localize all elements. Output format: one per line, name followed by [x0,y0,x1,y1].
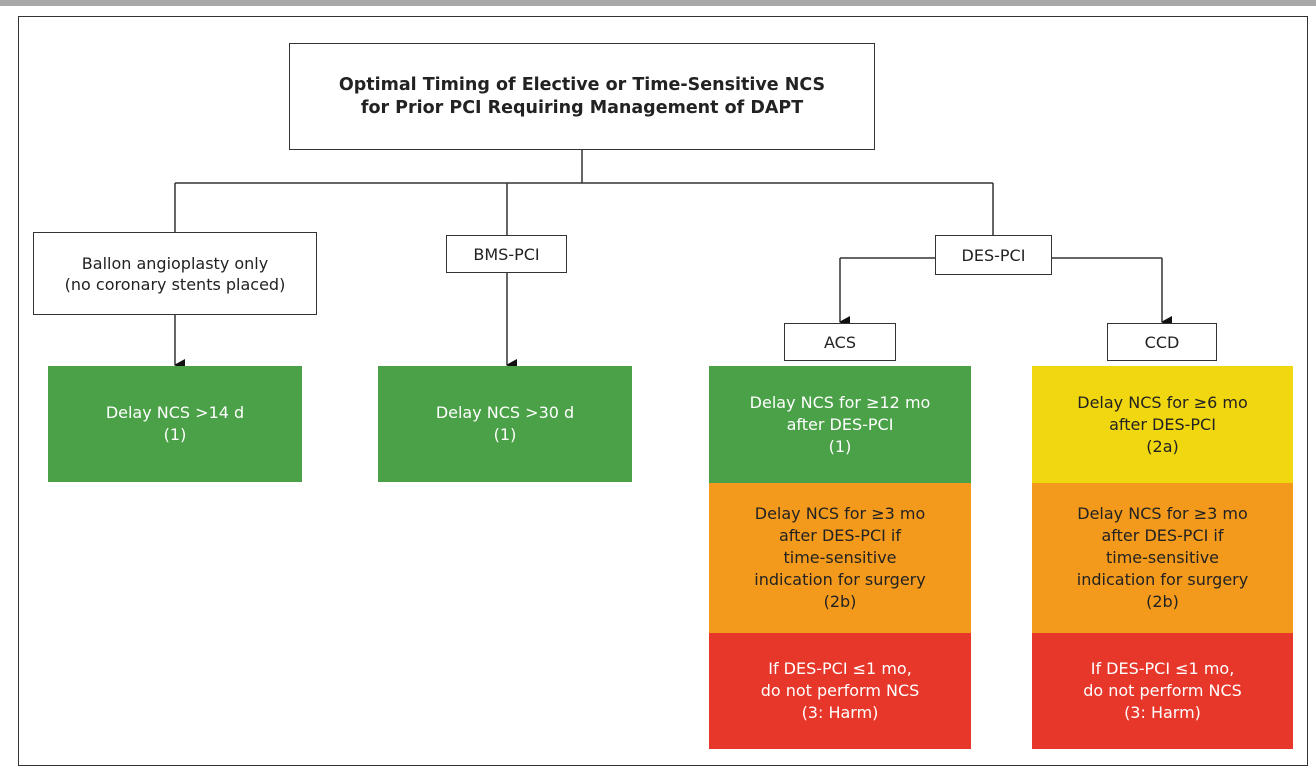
acs-green-line-2: after DES-PCI [786,414,894,434]
ccd-label: CCD [1144,332,1180,352]
title-line-2: for Prior PCI Requiring Management of DA… [360,97,804,118]
balloon-recommendation: Delay NCS >14 d (1) [48,366,302,482]
balloon-rec-line-1: Delay NCS >14 d [105,403,245,422]
acs-class1-recommendation: Delay NCS for ≥12 mo after DES-PCI (1) [709,366,971,483]
des-pci-box: DES-PCI [935,235,1052,275]
ccd-red-line-1: If DES-PCI ≤1 mo, [1090,659,1235,678]
acs-orange-line-5: (2b) [823,592,857,611]
acs-red-line-2: do not perform NCS [760,681,920,700]
acs-green-line-3: (1) [828,436,852,456]
ccd-orange-line-1: Delay NCS for ≥3 mo [1077,504,1248,523]
balloon-line-2: (no coronary stents placed) [64,274,286,294]
acs-label: ACS [824,332,856,352]
ccd-yellow-line-2: after DES-PCI [1109,414,1216,434]
acs-orange-line-2: after DES-PCI if [779,526,901,545]
title-line-1: Optimal Timing of Elective or Time-Sensi… [338,74,826,95]
ccd-yellow-line-3: (2a) [1146,436,1179,456]
ccd-orange-line-3: time-sensitive [1105,548,1220,567]
ccd-red-line-2: do not perform NCS [1083,681,1242,700]
ccd-class3-recommendation: If DES-PCI ≤1 mo, do not perform NCS (3:… [1032,633,1293,749]
ccd-orange-line-2: after DES-PCI if [1101,526,1224,545]
bms-pci-box: BMS-PCI [446,235,567,273]
diagram-title: Optimal Timing of Elective or Time-Sensi… [289,43,875,150]
acs-box: ACS [784,323,896,361]
acs-orange-line-4: indication for surgery [754,570,926,589]
acs-green-line-1: Delay NCS for ≥12 mo [749,392,931,412]
balloon-rec-line-2: (1) [163,425,187,444]
des-label: DES-PCI [961,245,1026,265]
ccd-orange-line-4: indication for surgery [1076,570,1249,589]
ccd-class2a-recommendation: Delay NCS for ≥6 mo after DES-PCI (2a) [1032,366,1293,483]
balloon-angioplasty-box: Ballon angioplasty only (no coronary ste… [33,232,317,315]
ccd-yellow-line-1: Delay NCS for ≥6 mo [1077,392,1248,412]
diagram-frame [18,16,1308,766]
ccd-class2b-recommendation: Delay NCS for ≥3 mo after DES-PCI if tim… [1032,483,1293,633]
ccd-red-line-3: (3: Harm) [1124,703,1201,722]
bms-recommendation: Delay NCS >30 d (1) [378,366,632,482]
ccd-orange-line-5: (2b) [1146,592,1179,611]
ccd-box: CCD [1107,323,1217,361]
acs-class2b-recommendation: Delay NCS for ≥3 mo after DES-PCI if tim… [709,483,971,633]
acs-red-line-1: If DES-PCI ≤1 mo, [768,659,912,678]
acs-red-line-3: (3: Harm) [801,703,879,722]
acs-class3-recommendation: If DES-PCI ≤1 mo, do not perform NCS (3:… [709,633,971,749]
top-bar [0,0,1316,6]
acs-orange-line-3: time-sensitive [783,548,897,567]
acs-orange-line-1: Delay NCS for ≥3 mo [754,504,926,523]
bms-rec-line-1: Delay NCS >30 d [435,403,575,422]
balloon-line-1: Ballon angioplasty only [81,253,269,273]
bms-rec-line-2: (1) [493,425,517,444]
bms-label: BMS-PCI [473,244,540,264]
